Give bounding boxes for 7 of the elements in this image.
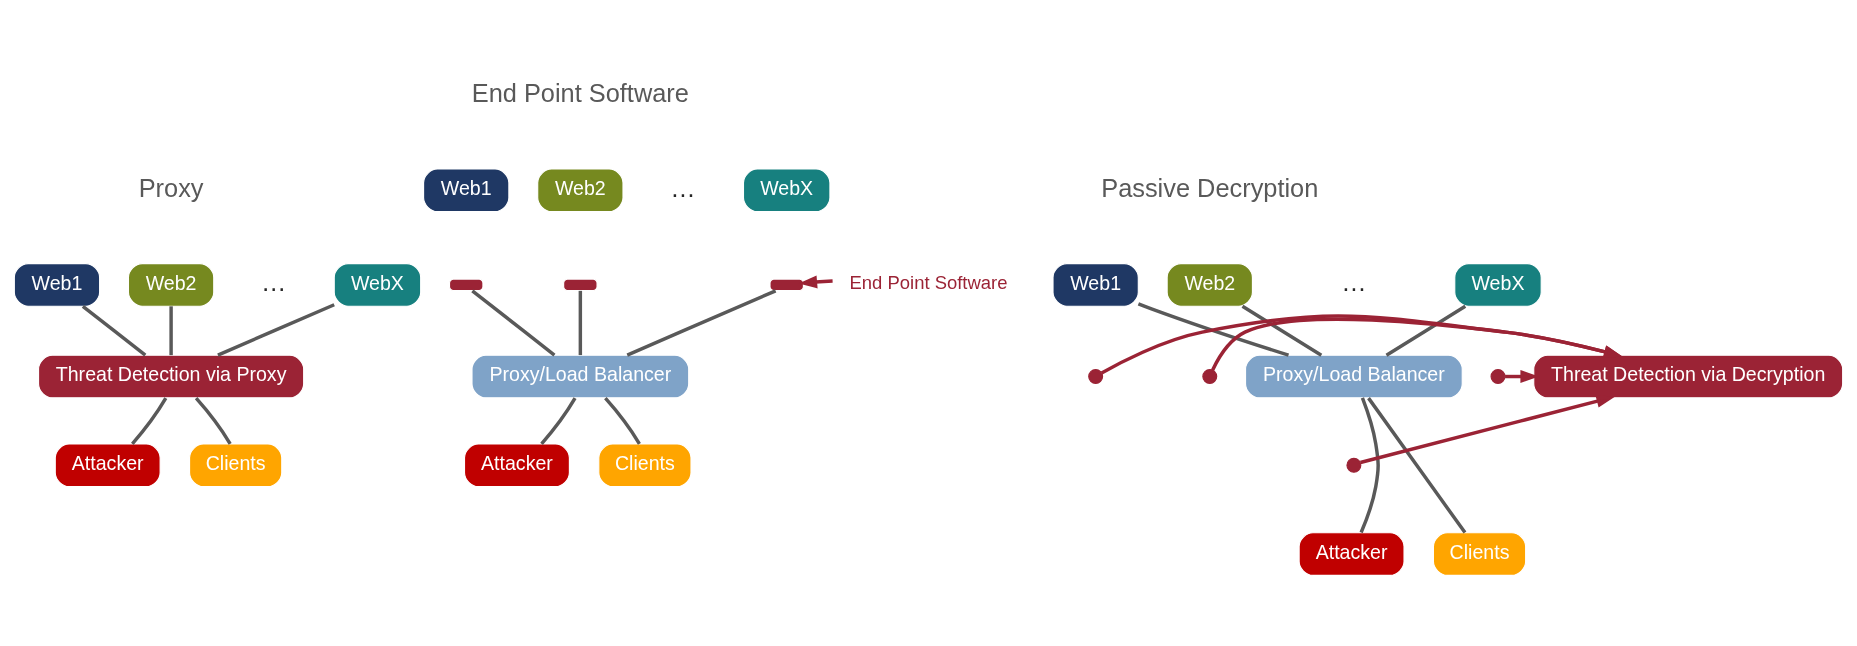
- label: …: [670, 173, 696, 202]
- label: …: [261, 267, 287, 296]
- label: Passive Decryption: [1101, 173, 1319, 202]
- node-text: End Point Software: [849, 271, 1008, 293]
- label: End Point Software: [471, 78, 689, 107]
- label: …: [1341, 267, 1367, 296]
- label: Proxy: [138, 173, 204, 202]
